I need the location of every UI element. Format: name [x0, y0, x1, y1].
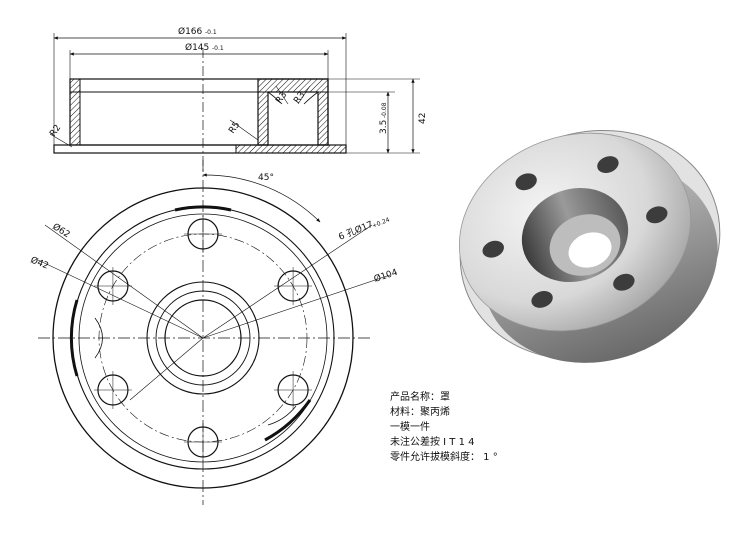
render-holes: [482, 156, 668, 308]
render-hole-5: [531, 291, 553, 308]
dim-outer-dia: Ø166: [178, 26, 203, 37]
render-hole-1: [515, 173, 537, 191]
note-tolerance: 未注公差按 I T 1 4: [390, 437, 475, 448]
render-hole-2: [597, 156, 619, 173]
note-material: 材料：聚丙烯: [390, 407, 450, 418]
dim-outer-tol: -0.1: [205, 29, 217, 36]
hub-circle-62: [146, 281, 260, 395]
dim-wall: 3.5: [379, 120, 389, 134]
section-wall-right: [257, 78, 329, 146]
rib-arc-left: [69, 299, 79, 377]
section-dim-texts: Ø166 -0.1 Ø145 -0.1 42 3.5 -0.08 R3 R3 R…: [48, 26, 428, 139]
render-hole-3: [646, 206, 668, 224]
render-hole-4: [613, 273, 635, 291]
rib-arc-bottomright: [264, 399, 312, 442]
notes-block: 产品名称：罩 材料：聚丙烯 一模一件 未注公差按 I T 1 4 零件允许拔模斜…: [390, 390, 630, 465]
radius-r5: R5: [227, 120, 242, 136]
dim-wall-tol: -0.08: [381, 102, 388, 118]
dim-104: Ø104: [373, 267, 400, 285]
section-flange-hatch: [235, 144, 347, 154]
radius-r2: R2: [48, 123, 63, 139]
holes-tol: +0.24: [371, 216, 391, 229]
holes-label: 6 孔Ø17: [337, 219, 375, 243]
dim-inner-dia: Ø145: [185, 42, 209, 53]
dim-42: Ø42: [29, 255, 50, 272]
render-3d: [458, 129, 721, 363]
bore-circle-42: [164, 299, 242, 377]
section-view: [49, 33, 420, 172]
dim-62: Ø62: [50, 221, 72, 240]
angle-label: 45°: [258, 173, 274, 183]
render-hole-6: [482, 240, 504, 258]
plan-dim-texts: 45° 6 孔Ø17 +0.24 Ø62 Ø42 Ø104: [29, 173, 399, 285]
dim-inner-tol: -0.1: [212, 45, 224, 52]
angle-arc: [202, 173, 321, 223]
dim-height: 42: [418, 113, 428, 124]
note-draft-angle: 零件允许拔模斜度： 1 °: [390, 452, 498, 463]
plan-view: [37, 160, 391, 505]
note-mold-cavity: 一模一件: [390, 422, 430, 433]
section-wall-left: [69, 78, 81, 146]
note-product-name: 产品名称：罩: [390, 392, 450, 403]
